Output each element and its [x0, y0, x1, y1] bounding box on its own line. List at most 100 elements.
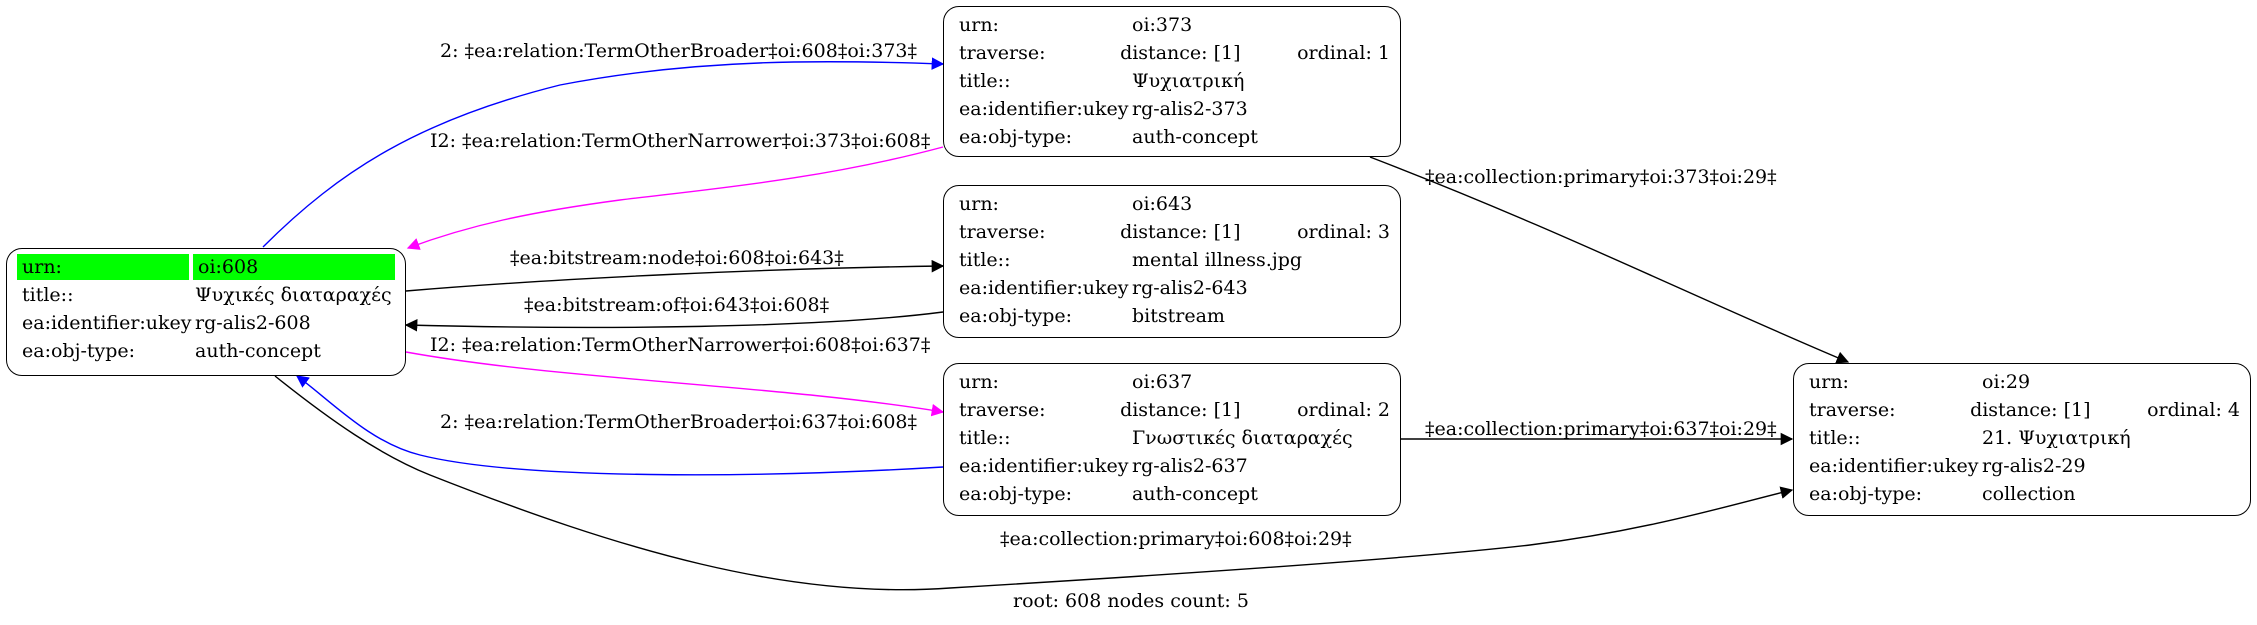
- edge-label-373-29-collection: ‡ea:collection:primary‡oi:373‡oi:29‡: [1425, 166, 1777, 188]
- field-key: traverse:: [959, 399, 1046, 421]
- field-value: rg-alis2-637: [1132, 455, 1248, 477]
- node-29-ukey-row: ea:identifier:ukey rg-alis2-29: [1804, 452, 2240, 480]
- field-key: traverse:: [1809, 399, 1896, 421]
- node-608-ukey-row: ea:identifier:ukey rg-alis2-608: [17, 309, 395, 337]
- node-637-traverse-row: traverse: distance: [1] ordinal: 2: [954, 396, 1390, 424]
- graph-footer: root: 608 nodes count: 5: [1013, 590, 1249, 612]
- field-value: distance: [1]: [1970, 399, 2091, 421]
- field-value: oi:373: [1132, 14, 1193, 36]
- field-key: ea:obj-type:: [959, 126, 1073, 148]
- edge-label-608-643-bitstream-node: ‡ea:bitstream:node‡oi:608‡oi:643‡: [510, 247, 844, 269]
- edge-643-608-bitstream-of: [404, 311, 944, 332]
- field-value: collection: [1982, 483, 2076, 505]
- node-637-objtype-row: ea:obj-type: auth-concept: [954, 480, 1390, 508]
- field-key: ea:identifier:ukey: [22, 312, 192, 334]
- field-value: oi:643: [1132, 193, 1193, 215]
- node-oi-637[interactable]: urn: oi:637 traverse: distance: [1] ordi…: [943, 363, 1401, 516]
- node-643-objtype-row: ea:obj-type: bitstream: [954, 302, 1390, 330]
- node-373-urn-row: urn: oi:373: [954, 11, 1390, 39]
- edge-608-29-collection: [274, 375, 1794, 591]
- field-value: oi:29: [1982, 371, 2031, 393]
- edge-373-608-narrower: [406, 146, 944, 250]
- field-value: distance: [1]: [1120, 399, 1241, 421]
- node-29-title-row: title:: 21. Ψυχιατρική: [1804, 424, 2240, 452]
- field-key: ea:obj-type:: [22, 340, 136, 362]
- node-643-urn-row: urn: oi:643: [954, 190, 1390, 218]
- field-key: title::: [959, 70, 1011, 92]
- edge-608-643-bitstream-node: [405, 259, 945, 292]
- field-key: ea:obj-type:: [1809, 483, 1923, 505]
- field-value: rg-alis2-29: [1982, 455, 2086, 477]
- field-key: ea:obj-type:: [959, 305, 1073, 327]
- node-608-objtype-row: ea:obj-type: auth-concept: [17, 337, 395, 365]
- field-key: title::: [959, 249, 1011, 271]
- node-oi-643[interactable]: urn: oi:643 traverse: distance: [1] ordi…: [943, 185, 1401, 338]
- field-value: oi:637: [1132, 371, 1193, 393]
- field-value: Ψυχικές διαταραχές: [195, 284, 392, 306]
- field-value: rg-alis2-643: [1132, 277, 1248, 299]
- node-643-ukey-row: ea:identifier:ukey rg-alis2-643: [954, 274, 1390, 302]
- field-key: ea:identifier:ukey: [959, 277, 1129, 299]
- node-373-objtype-row: ea:obj-type: auth-concept: [954, 123, 1390, 151]
- field-key: urn:: [959, 371, 999, 393]
- field-value: mental illness.jpg: [1132, 249, 1303, 271]
- edge-608-637-narrower: [405, 351, 945, 417]
- field-key: title::: [1809, 427, 1861, 449]
- field-key: title::: [22, 284, 74, 306]
- node-373-title-row: title:: Ψυχιατρική: [954, 67, 1390, 95]
- field-value: bitstream: [1132, 305, 1225, 327]
- field-value: auth-concept: [195, 340, 321, 362]
- node-637-title-row: title:: Γνωστικές διαταραχές: [954, 424, 1390, 452]
- edge-label-608-373-broader: 2: ‡ea:relation:TermOtherBroader‡oi:608‡…: [440, 40, 917, 62]
- field-key: traverse:: [959, 221, 1046, 243]
- field-key: traverse:: [959, 42, 1046, 64]
- field-key: urn:: [959, 193, 999, 215]
- node-373-ukey-row: ea:identifier:ukey rg-alis2-373: [954, 95, 1390, 123]
- field-key: ea:identifier:ukey: [959, 98, 1129, 120]
- field-key: urn:: [959, 14, 999, 36]
- node-oi-29[interactable]: urn: oi:29 traverse: distance: [1] ordin…: [1793, 363, 2251, 516]
- node-608-title-row: title:: Ψυχικές διαταραχές: [17, 281, 395, 309]
- edge-label-373-608-narrower: I2: ‡ea:relation:TermOtherNarrower‡oi:37…: [430, 130, 930, 152]
- edge-373-29-collection: [1369, 156, 1850, 364]
- edge-label-643-608-bitstream-of: ‡ea:bitstream:of‡oi:643‡oi:608‡: [524, 294, 829, 316]
- field-key: ea:identifier:ukey: [1809, 455, 1979, 477]
- edge-label-608-29-collection: ‡ea:collection:primary‡oi:608‡oi:29‡: [1000, 528, 1352, 550]
- node-oi-608[interactable]: urn: oi:608 title:: Ψυχικές διαταραχές e…: [6, 248, 406, 376]
- field-value: auth-concept: [1132, 126, 1258, 148]
- node-oi-373[interactable]: urn: oi:373 traverse: distance: [1] ordi…: [943, 6, 1401, 157]
- field-value: rg-alis2-373: [1132, 98, 1248, 120]
- field-key: urn:: [1809, 371, 1849, 393]
- edge-608-373-broader: [262, 57, 945, 248]
- field-key: ea:obj-type:: [959, 483, 1073, 505]
- field-ordinal: ordinal: 1: [1297, 42, 1390, 64]
- field-value: Γνωστικές διαταραχές: [1132, 427, 1353, 449]
- node-373-traverse-row: traverse: distance: [1] ordinal: 1: [954, 39, 1390, 67]
- node-643-title-row: title:: mental illness.jpg: [954, 246, 1390, 274]
- edge-637-608-broader: [295, 375, 944, 476]
- edge-label-637-608-broader: 2: ‡ea:relation:TermOtherBroader‡oi:637‡…: [440, 411, 917, 433]
- field-value: rg-alis2-608: [195, 312, 311, 334]
- field-value: oi:608: [193, 254, 395, 280]
- node-643-traverse-row: traverse: distance: [1] ordinal: 3: [954, 218, 1390, 246]
- node-637-ukey-row: ea:identifier:ukey rg-alis2-637: [954, 452, 1390, 480]
- edge-label-608-637-narrower: I2: ‡ea:relation:TermOtherNarrower‡oi:60…: [430, 334, 930, 356]
- field-key: ea:identifier:ukey: [959, 455, 1129, 477]
- field-key: urn:: [17, 254, 189, 280]
- edge-label-637-29-collection: ‡ea:collection:primary‡oi:637‡oi:29‡: [1425, 418, 1777, 440]
- field-value: distance: [1]: [1120, 221, 1241, 243]
- field-value: auth-concept: [1132, 483, 1258, 505]
- node-608-urn-row: urn: oi:608: [17, 253, 395, 281]
- field-ordinal: ordinal: 3: [1297, 221, 1390, 243]
- field-value: distance: [1]: [1120, 42, 1241, 64]
- field-ordinal: ordinal: 4: [2147, 399, 2240, 421]
- field-key: title::: [959, 427, 1011, 449]
- node-29-objtype-row: ea:obj-type: collection: [1804, 480, 2240, 508]
- field-value: Ψυχιατρική: [1132, 70, 1245, 92]
- node-29-urn-row: urn: oi:29: [1804, 368, 2240, 396]
- field-ordinal: ordinal: 2: [1297, 399, 1390, 421]
- field-value: 21. Ψυχιατρική: [1982, 427, 2131, 449]
- node-29-traverse-row: traverse: distance: [1] ordinal: 4: [1804, 396, 2240, 424]
- node-637-urn-row: urn: oi:637: [954, 368, 1390, 396]
